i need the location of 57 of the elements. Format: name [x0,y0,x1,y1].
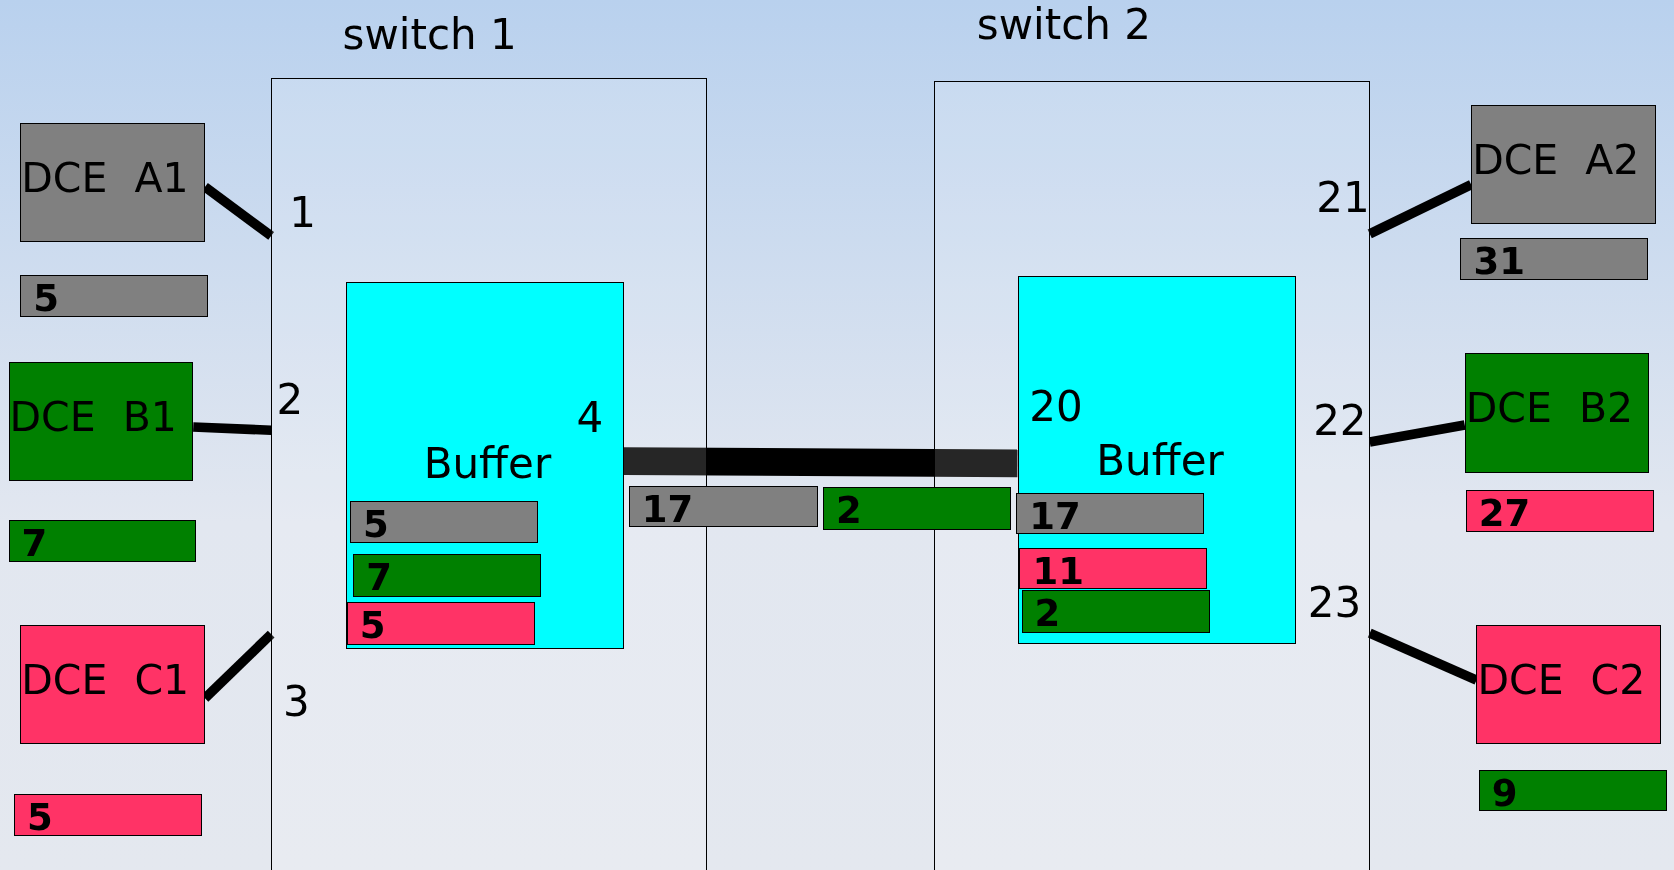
queue-count: 17 [641,490,694,528]
queue-count: 5 [26,799,53,837]
device-label: DCE C2 [1477,659,1646,701]
queue-bar [823,486,1011,530]
buffer-label: Buffer [423,442,552,485]
link-line [623,447,1018,478]
buffer-label: Buffer [1096,439,1224,482]
device-box [20,122,205,243]
link-line [193,422,272,436]
port-number: 3 [282,681,310,724]
port-number: 20 [1029,386,1083,429]
queue-bar [1016,493,1205,534]
queue-count: 5 [33,280,60,318]
queue-bar [346,601,535,645]
queue-count: 2 [836,491,862,529]
queue-bar [628,485,818,528]
queue-count: 5 [363,505,389,543]
port-number: 23 [1307,581,1362,624]
buffer-box [345,281,625,649]
queue-bar [1460,238,1649,280]
queue-bar [13,794,202,836]
device-label: DCE B2 [1465,388,1634,430]
queue-bar [1021,590,1211,633]
queue-bar [20,275,209,318]
port-number: 21 [1316,177,1370,220]
device-box [1471,104,1656,225]
queue-count: 5 [359,606,386,644]
queue-count: 9 [1491,774,1518,812]
port-number: 1 [289,192,317,235]
queue-count: 2 [1034,595,1061,633]
port-number: 2 [276,379,304,421]
device-label: DCE C1 [21,659,190,701]
port-number: 4 [576,397,604,440]
queue-bar [1019,547,1208,590]
queue-count: 11 [1032,552,1084,590]
queue-count: 17 [1029,498,1081,536]
queue-count: 31 [1473,243,1525,281]
buffer-box [1018,276,1296,644]
switch-title: switch 1 [342,13,517,56]
device-box [8,361,194,482]
device-box [1464,353,1650,473]
device-label: DCE B1 [9,396,177,438]
queue-bar [8,519,197,562]
queue-count: 7 [21,524,48,562]
device-box [1476,624,1662,745]
queue-bar [350,500,538,544]
device-label: DCE A2 [1472,139,1640,181]
queue-bar [1478,769,1667,812]
port-number: 22 [1313,400,1367,443]
device-label: DCE A1 [21,157,189,199]
queue-count: 27 [1478,495,1531,532]
queue-bar [1465,490,1654,532]
switch-title: switch 2 [976,4,1151,47]
queue-bar [353,553,542,597]
link-line [1368,420,1466,447]
device-box [20,624,205,745]
queue-count: 7 [366,558,392,596]
